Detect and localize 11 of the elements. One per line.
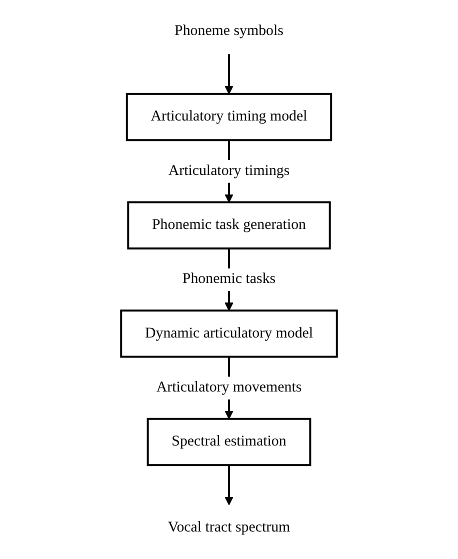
node-box: Dynamic articulatory model <box>120 310 338 358</box>
edge-label: Phonemic tasks <box>182 271 276 288</box>
edge-label: Articulatory movements <box>156 380 302 396</box>
node-box: Spectral estimation <box>146 418 312 466</box>
node-box: Phonemic task generation <box>127 201 331 250</box>
arrow <box>224 54 234 94</box>
node-text: Vocal tract spectrum <box>168 520 290 536</box>
node-text: Phoneme symbols <box>174 22 284 39</box>
node-box: Articulatory timing model <box>126 92 332 142</box>
arrow <box>224 465 234 506</box>
edge-label: Articulatory timings <box>168 162 290 179</box>
